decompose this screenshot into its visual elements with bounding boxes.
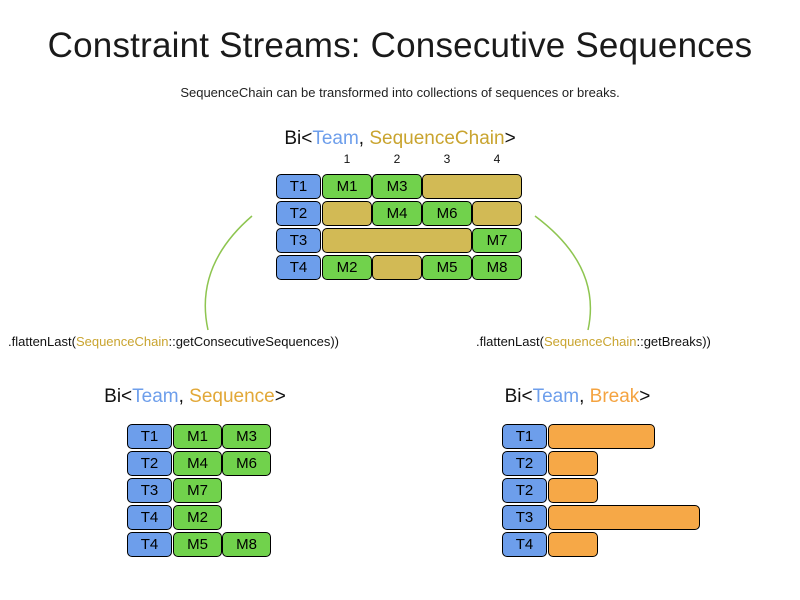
team-box: T3: [127, 478, 172, 503]
header-suffix: >: [639, 386, 651, 407]
transform-post: ::getConsecutiveSequences)): [168, 334, 340, 349]
chain-gap-bar: [322, 201, 372, 226]
transform-pre: .flattenLast(: [476, 334, 544, 349]
header-comma: ,: [579, 386, 590, 407]
task-box: M5: [173, 532, 222, 557]
team-box: T2: [276, 201, 321, 226]
column-number: 3: [443, 152, 451, 166]
task-box: M2: [173, 505, 222, 530]
team-box: T2: [127, 451, 172, 476]
team-box: T2: [502, 478, 547, 503]
task-box: M4: [173, 451, 222, 476]
task-box: M5: [422, 255, 472, 280]
task-box: M1: [322, 174, 372, 199]
task-box: M8: [222, 532, 271, 557]
task-box: M2: [322, 255, 372, 280]
header-type-label: Break: [589, 386, 640, 407]
team-box: T4: [502, 532, 547, 557]
header-comma: ,: [358, 128, 370, 149]
team-box: T2: [502, 451, 547, 476]
column-number: 1: [343, 152, 351, 166]
team-box: T1: [127, 424, 172, 449]
header-type-label: SequenceChain: [369, 128, 505, 149]
team-box: T4: [276, 255, 321, 280]
task-box: M3: [372, 174, 422, 199]
header-prefix: Bi<: [504, 386, 533, 407]
task-box: M6: [222, 451, 271, 476]
top-grid-header: Bi<Team, SequenceChain>: [0, 128, 800, 150]
team-box: T4: [127, 505, 172, 530]
team-box: T4: [127, 532, 172, 557]
task-box: M1: [173, 424, 222, 449]
header-team-label: Team: [132, 386, 179, 407]
left-grid-header: Bi<Team, Sequence>: [55, 386, 335, 408]
column-number: 4: [493, 152, 501, 166]
chain-gap-bar: [422, 174, 522, 199]
column-number: 2: [393, 152, 401, 166]
header-team-label: Team: [532, 386, 580, 407]
right-transform-label: .flattenLast(SequenceChain::getBreaks)): [476, 334, 711, 349]
chain-gap-bar: [322, 228, 472, 253]
task-box: M6: [422, 201, 472, 226]
header-suffix: >: [504, 128, 516, 149]
header-type-label: Sequence: [189, 386, 275, 407]
transform-post: ::getBreaks)): [636, 334, 711, 349]
page-title: Constraint Streams: Consecutive Sequence…: [47, 26, 753, 65]
left-flow-arc: [204, 215, 253, 331]
transform-type: SequenceChain: [75, 334, 169, 349]
task-box: M4: [372, 201, 422, 226]
task-box: M8: [472, 255, 522, 280]
team-box: T3: [502, 505, 547, 530]
transform-type: SequenceChain: [543, 334, 637, 349]
task-box: M3: [222, 424, 271, 449]
header-team-label: Team: [312, 128, 359, 149]
task-box: M7: [472, 228, 522, 253]
task-box: M7: [173, 478, 222, 503]
team-box: T3: [276, 228, 321, 253]
header-prefix: Bi<: [284, 128, 313, 149]
chain-gap-bar: [372, 255, 422, 280]
break-bar: [548, 505, 700, 530]
break-bar: [548, 532, 598, 557]
header-suffix: >: [274, 386, 286, 407]
page-subtitle: SequenceChain can be transformed into co…: [180, 85, 620, 100]
transform-pre: .flattenLast(: [8, 334, 76, 349]
right-grid-header: Bi<Team, Break>: [455, 386, 700, 408]
left-transform-label: .flattenLast(SequenceChain::getConsecuti…: [8, 334, 339, 349]
break-bar: [548, 478, 598, 503]
team-box: T1: [276, 174, 321, 199]
team-box: T1: [502, 424, 547, 449]
chain-gap-bar: [472, 201, 522, 226]
break-bar: [548, 424, 655, 449]
header-prefix: Bi<: [104, 386, 133, 407]
header-comma: ,: [178, 386, 190, 407]
break-bar: [548, 451, 598, 476]
right-flow-arc: [534, 215, 592, 331]
